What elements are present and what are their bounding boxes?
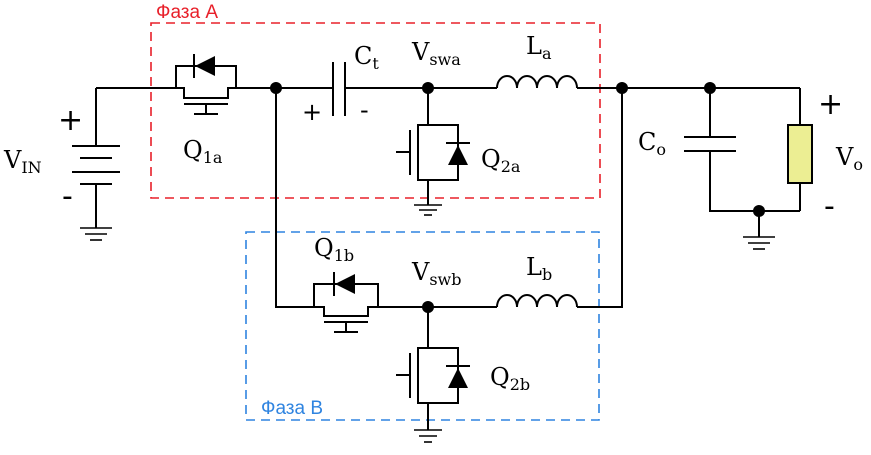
vin-minus-sign: - [62, 179, 73, 214]
vswb-label: Vswb [411, 258, 462, 289]
ground-symbol-input [80, 227, 112, 241]
la-inductor [428, 75, 622, 89]
q2a-label: Q2a [481, 145, 521, 176]
q1a-transistor [175, 54, 237, 115]
q2b-label: Q2b [490, 363, 530, 394]
q1a-label: Q1a [183, 136, 223, 167]
vo-plus-sign: + [818, 87, 843, 122]
co-capacitor [684, 88, 800, 212]
vo-minus-sign: - [824, 189, 835, 224]
q1b-transistor [313, 272, 379, 333]
vin-plus-sign: + [58, 103, 83, 138]
ground-symbol-q2a [414, 204, 442, 216]
lb-label: Lb [526, 253, 552, 284]
vo-label: Vo [835, 143, 863, 174]
input-battery [72, 88, 120, 228]
ct-minus-sign: - [360, 96, 369, 124]
ct-plus-sign: + [302, 98, 322, 126]
q2b-transistor [396, 307, 470, 430]
vswa-label: Vswa [411, 38, 461, 69]
q2a-transistor [396, 88, 470, 205]
phase-a-box [150, 22, 601, 199]
ct-label: Ct [354, 42, 379, 73]
phase-a-label: Фаза А [156, 2, 218, 23]
vin-label: VIN [3, 146, 42, 177]
co-label: Co [638, 128, 666, 159]
ct-capacitor [320, 62, 428, 116]
q1b-label: Q1b [314, 234, 354, 265]
lb-inductor [428, 88, 623, 308]
phase-b-label: Фаза В [261, 398, 323, 419]
ground-symbol-q2b [414, 429, 442, 443]
load-resistor [787, 88, 813, 211]
la-label: La [526, 32, 552, 63]
ground-symbol-output [743, 236, 775, 250]
